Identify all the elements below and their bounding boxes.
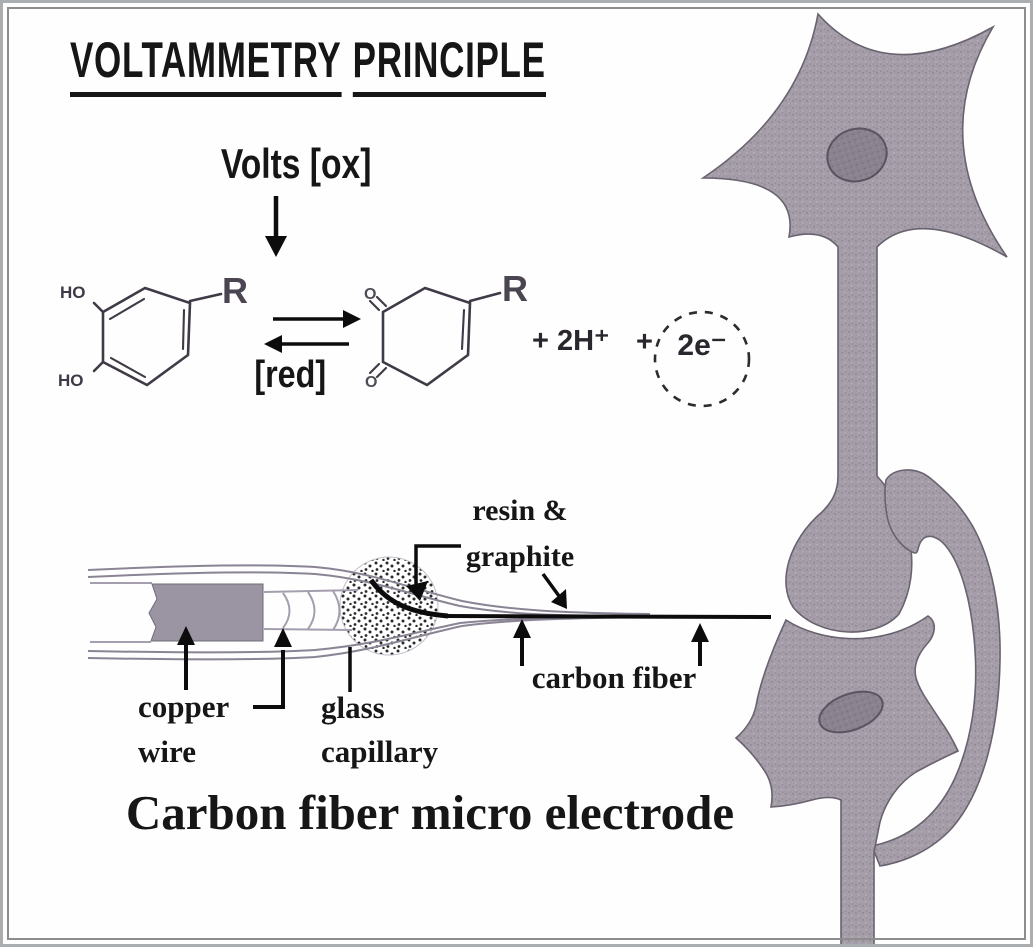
presynaptic-neuron	[700, 12, 1008, 633]
quinone-o-top-label: O	[364, 286, 377, 303]
presynaptic-nucleus	[826, 127, 888, 183]
glass-capillary-label: glass capillary	[321, 690, 439, 769]
quinone-structure	[368, 286, 502, 387]
red-label: [red]	[254, 354, 326, 396]
title-word-voltammetry: VOLTAMMETRY	[70, 32, 342, 97]
plus-sign: +	[636, 326, 653, 358]
postsynaptic-nucleus	[818, 690, 884, 734]
protons-label: + 2H⁺	[532, 325, 610, 357]
quinone-o-bottom-label: O	[365, 374, 378, 391]
carbon-fiber-label: carbon fiber	[531, 660, 697, 695]
catechol-oh-bottom-label: HO	[58, 371, 84, 390]
electrode-caption: Carbon fiber micro electrode	[125, 785, 735, 840]
resin-graphite-arrows	[406, 544, 567, 609]
equilibrium-arrows	[264, 310, 361, 353]
volts-ox-label: Volts [ox]	[220, 140, 372, 187]
electron-dashed-circle	[653, 310, 751, 408]
title-word-principle: PRINCIPLE	[352, 32, 546, 97]
copper-wire-arrow	[177, 626, 292, 709]
carbon-fiber-line	[368, 578, 449, 619]
axon-collateral-band	[870, 469, 1001, 867]
catechol-oh-top-label: HO	[60, 283, 86, 302]
electrons-label: 2e⁻	[677, 329, 727, 362]
volts-down-arrow	[265, 196, 287, 257]
quinone-r-group-label: R	[502, 268, 528, 309]
copper-wire-shape	[148, 583, 264, 642]
copper-wire-label: copper wire	[138, 689, 230, 769]
carbon-fiber-arrows	[513, 619, 709, 666]
catechol-r-group-label: R	[222, 270, 248, 311]
electrode-drawing	[87, 556, 772, 661]
resin-graphite-label: resin & graphite	[465, 494, 575, 573]
catechol-structure	[92, 286, 223, 387]
postsynaptic-neuron	[734, 615, 960, 947]
